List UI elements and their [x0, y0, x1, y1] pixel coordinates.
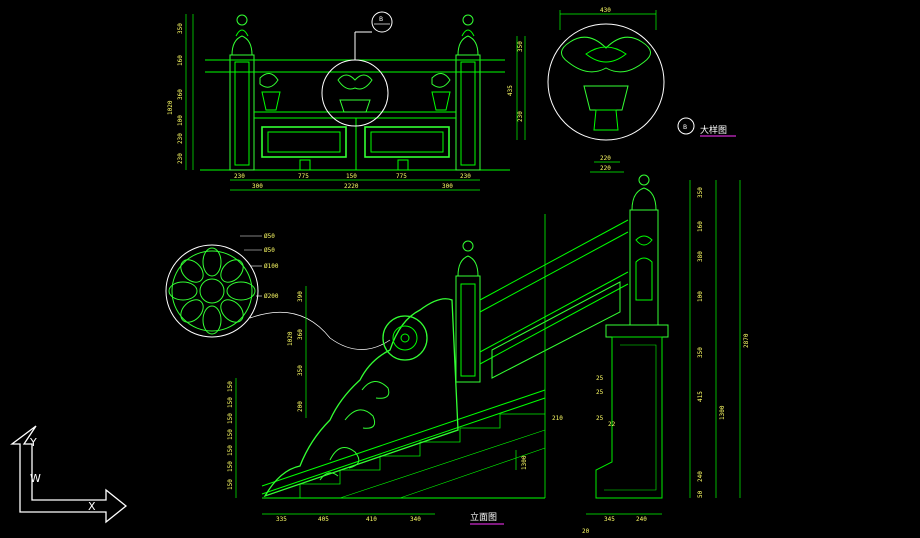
dim-sb-3: 340 — [410, 516, 421, 523]
right-vertical-dim-text: 350 160 380 100 350 1300 415 240 50 2870 — [697, 187, 750, 498]
dim-step-0: 25 — [596, 375, 604, 382]
dim-rv-total: 2870 — [743, 333, 750, 348]
dim-tb1-2: 150 — [346, 173, 357, 180]
detail-title-marker: B — [683, 124, 687, 131]
detail-top-dim: 430 — [600, 7, 611, 14]
dim-step-block: 1300 — [521, 455, 528, 470]
side-mid-dim-text: 390 1020 360 350 200 — [287, 291, 304, 412]
dim-tr-2: 435 — [507, 85, 514, 96]
dim-rv-5: 1300 — [719, 405, 726, 420]
dim-sm-1: 1020 — [287, 331, 294, 346]
dim-tr-1: 230 — [517, 111, 524, 122]
dim-sm-0: 390 — [297, 291, 304, 302]
dim-rv-1: 160 — [697, 221, 704, 232]
dim-rv-0: 350 — [697, 187, 704, 198]
detail-b-drawing — [547, 10, 665, 173]
dim-sl-3: 150 — [227, 429, 234, 440]
rosette-detail — [165, 235, 391, 350]
top-right-dim-text: 350 230 435 — [507, 41, 524, 122]
dim-tb2-0: 300 — [252, 183, 263, 190]
dim-tb1-4: 230 — [460, 173, 471, 180]
ucs-y-label: Y — [29, 436, 37, 449]
detail-marker-top: B — [371, 11, 393, 33]
ucs-w-label: W — [30, 472, 41, 485]
dim-tl-0: 350 — [177, 23, 184, 34]
top-dimension-lines — [185, 14, 526, 191]
dim-rv-7: 240 — [697, 471, 704, 482]
rosette-ring-0: Ø50 — [264, 233, 275, 240]
dim-tl-3: 1020 — [167, 100, 174, 115]
dim-tb1-1: 775 — [298, 173, 309, 180]
dim-rb-0: 345 — [604, 516, 615, 523]
side-left-dim-text: 150 150 150 150 150 150 150 — [227, 381, 234, 490]
rosette-ring-1: Ø50 — [264, 247, 275, 254]
dim-tb2-1: 2220 — [344, 183, 359, 190]
dim-sl-1: 150 — [227, 397, 234, 408]
dim-tl-4: 100 — [177, 115, 184, 126]
detail-marker-top-text: B — [379, 16, 383, 23]
side-dimension-lines — [235, 180, 741, 515]
detail-title-group: B 大样图 — [677, 117, 736, 137]
dim-step-1: 25 — [596, 389, 604, 396]
dim-sl-4: 150 — [227, 445, 234, 456]
dim-tl-6: 230 — [177, 153, 184, 164]
dim-sb-0: 335 — [276, 516, 287, 523]
dim-sb-1: 405 — [318, 516, 329, 523]
detail-bottom-dim-0: 220 — [600, 155, 611, 162]
dim-tb2-2: 300 — [442, 183, 453, 190]
side-elevation — [261, 174, 669, 499]
dim-rv-4: 350 — [697, 347, 704, 358]
dim-tr-0: 350 — [517, 41, 524, 52]
dim-tl-2: 360 — [177, 89, 184, 100]
dim-step-height: 210 — [552, 415, 563, 422]
dim-sl-6: 150 — [227, 479, 234, 490]
dim-sl-2: 150 — [227, 413, 234, 424]
step-detail-dims: 25 25 25 22 210 1300 — [521, 375, 616, 470]
dim-tb1-3: 775 — [396, 173, 407, 180]
ucs-axis-icon: Y W X — [10, 425, 128, 524]
dim-tl-5: 230 — [177, 133, 184, 144]
dim-sl-5: 150 — [227, 461, 234, 472]
dim-tl-1: 160 — [177, 55, 184, 66]
dim-sm-3: 350 — [297, 365, 304, 376]
dim-sm-4: 200 — [297, 401, 304, 412]
dim-step-2: 25 — [596, 415, 604, 422]
top-balustrade-elevation — [200, 14, 510, 171]
rosette-ring-3: Ø200 — [264, 293, 279, 300]
ucs-x-label: X — [88, 500, 96, 513]
dim-rv-8: 50 — [697, 490, 704, 498]
dim-rv-6: 415 — [697, 391, 704, 402]
dim-rb-extra: 20 — [582, 528, 590, 535]
dim-step-side: 22 — [608, 421, 616, 428]
detail-bottom-dim-1: 220 — [600, 165, 611, 172]
dim-sl-0: 150 — [227, 381, 234, 392]
dim-rv-2: 380 — [697, 251, 704, 262]
detail-title: 大样图 — [700, 124, 727, 136]
dim-tb1-0: 230 — [234, 173, 245, 180]
elevation-title: 立面图 — [470, 511, 497, 523]
dim-rv-3: 100 — [697, 291, 704, 302]
dim-sm-2: 360 — [297, 329, 304, 340]
dim-sb-2: 410 — [366, 516, 377, 523]
top-bottom-dim-text: 230 775 150 775 230 300 2220 300 — [234, 173, 471, 190]
side-bottom-dim-text: 335 405 410 340 — [276, 516, 421, 523]
top-left-dim-text: 350 160 360 1020 100 230 230 — [167, 23, 184, 164]
dim-rb-1: 240 — [636, 516, 647, 523]
side-right-bottom-dim-text: 345 240 20 — [582, 516, 647, 535]
rosette-ring-2: Ø100 — [264, 263, 279, 270]
